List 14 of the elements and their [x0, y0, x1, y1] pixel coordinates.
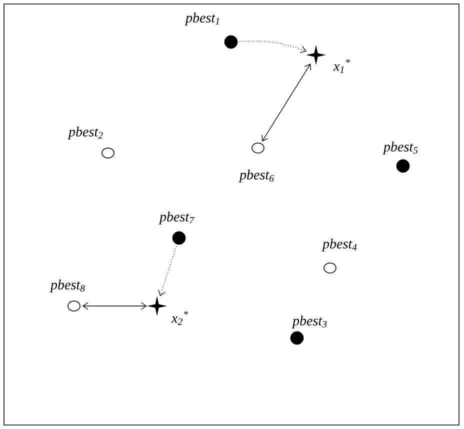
- point-label: pbest$_{1}$: [184, 12, 219, 26]
- point-label: pbest$_{2}$: [68, 126, 103, 140]
- point-label: pbest$_{3}$: [292, 316, 327, 328]
- arrow: [239, 40, 306, 54]
- point-label: pbest$_{8}$: [50, 280, 85, 292]
- point-label: pbest$_{6}$: [238, 170, 274, 182]
- arrow: [262, 64, 311, 142]
- point-label: pbest$_{5}$: [382, 142, 418, 154]
- arrow: [158, 246, 177, 296]
- arrow: [82, 302, 147, 310]
- point-label: x$_{1}$*: [333, 59, 350, 73]
- point-label: pbest$_{4}$: [322, 238, 357, 252]
- point-label: pbest$_{7}$: [158, 212, 194, 224]
- point-label: x$_{2}$*: [171, 311, 188, 325]
